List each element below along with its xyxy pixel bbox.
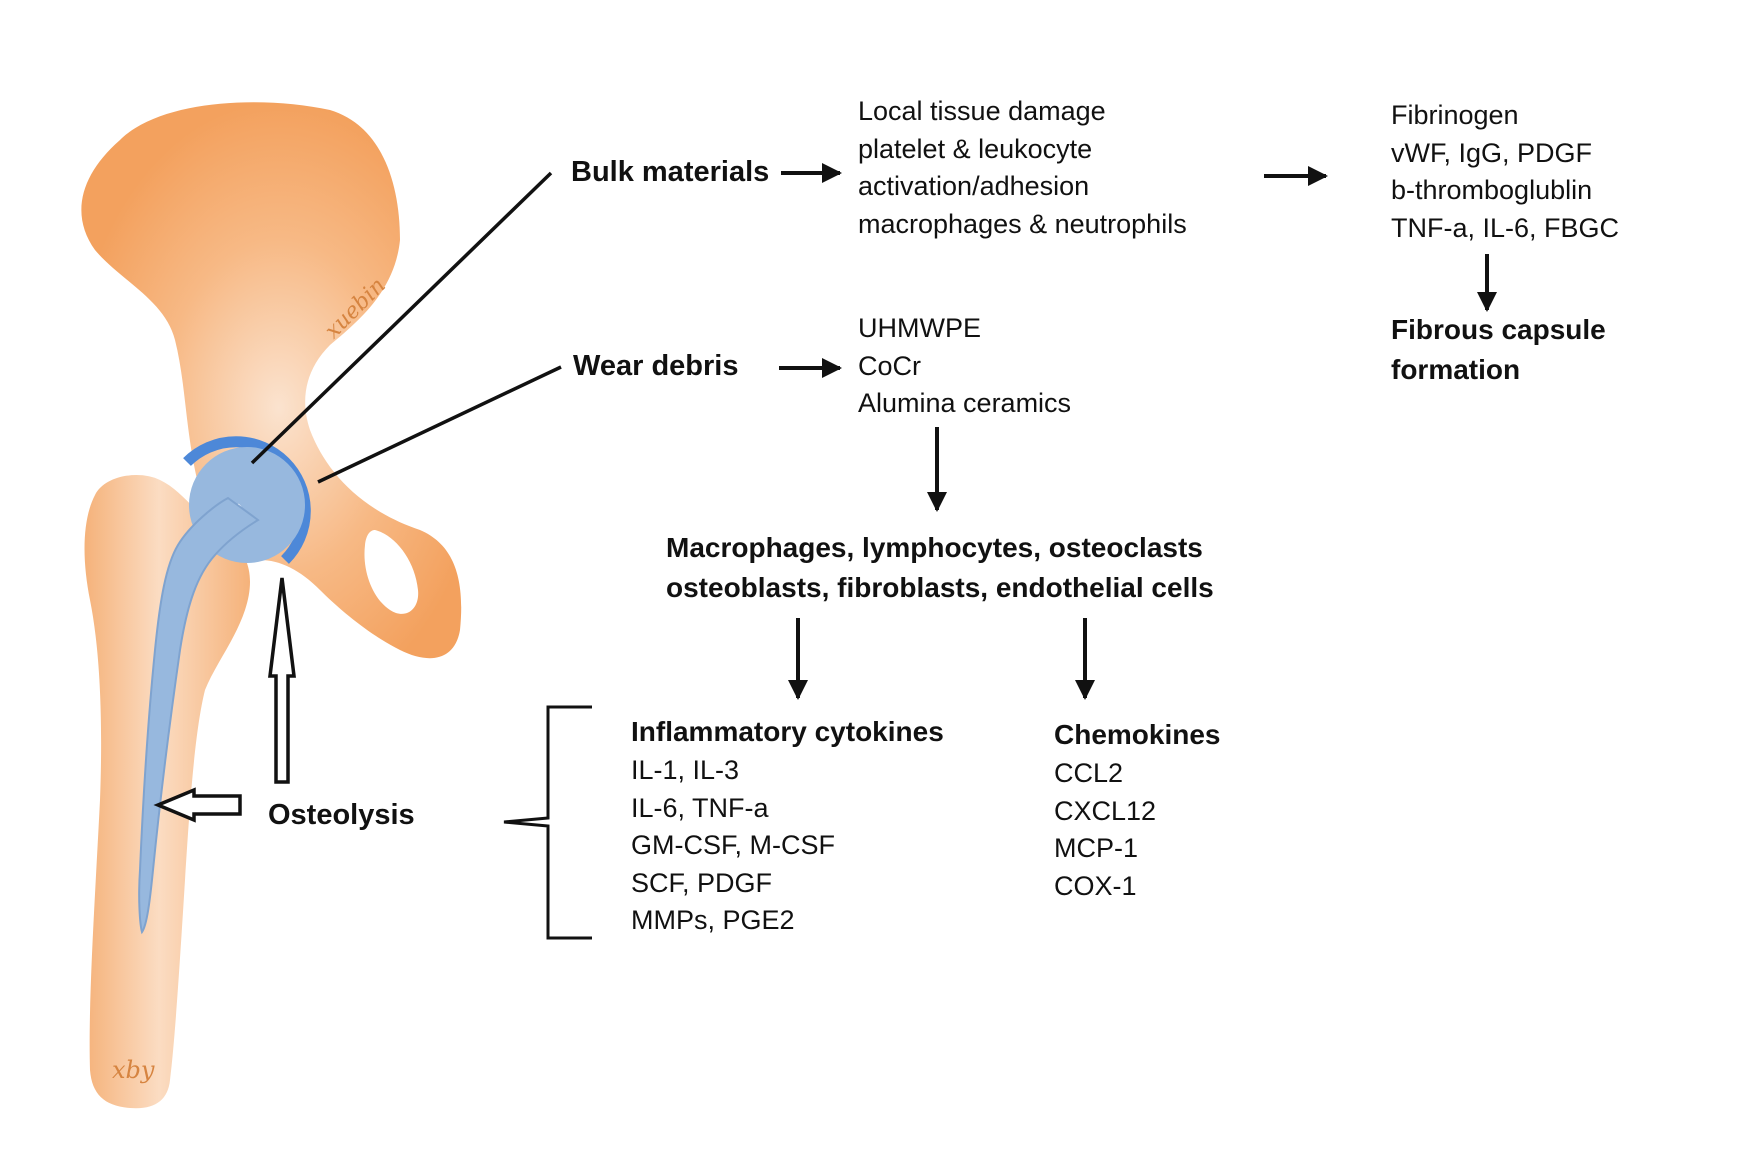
chemokines-block: Chemokines CCL2 CXCL12 MCP-1 COX-1	[1054, 715, 1221, 905]
osteolysis-label: Osteolysis	[268, 799, 415, 831]
protein-item: vWF, IgG, PDGF	[1391, 137, 1593, 168]
chemokine-item: CCL2	[1054, 758, 1124, 788]
femoral-stem	[138, 496, 260, 935]
pelvis-bone	[81, 102, 462, 659]
bulk-pointer-line	[250, 171, 553, 465]
debris-type-list: UHMWPE CoCr Alumina ceramics	[858, 310, 1071, 423]
wear-debris-label: Wear debris	[573, 350, 739, 382]
curly-brace	[503, 705, 592, 940]
bulk-effect-item: macrophages & neutrophils	[858, 208, 1187, 239]
debris-type-item: CoCr	[858, 350, 922, 381]
cytokine-item: IL-1, IL-3	[631, 755, 740, 785]
osteolysis-arrow-left	[153, 787, 242, 823]
wear-pointer-line	[317, 365, 562, 484]
chemokine-item: MCP-1	[1054, 833, 1139, 863]
cytokine-item: MMPs, PGE2	[631, 905, 795, 935]
femur-bone	[84, 475, 250, 1109]
protein-item: b-thromboglublin	[1391, 175, 1593, 205]
cytokine-item: SCF, PDGF	[631, 867, 773, 898]
chemokines-title: Chemokines	[1054, 719, 1221, 750]
bulk-effect-item: Local tissue damage	[858, 96, 1106, 126]
obturator-foramen	[364, 530, 419, 614]
osteolysis-arrow-up	[268, 577, 296, 784]
bulk-materials-label: Bulk materials	[571, 156, 770, 188]
bulk-effects-list: Local tissue damage platelet & leukocyte…	[858, 93, 1187, 243]
protein-item: Fibrinogen	[1391, 100, 1519, 130]
chemokine-item: CXCL12	[1054, 795, 1157, 826]
protein-list: Fibrinogen vWF, IgG, PDGF b-thromboglubl…	[1391, 97, 1619, 247]
chemokine-item: COX-1	[1054, 870, 1137, 901]
bulk-effect-item: activation/adhesion	[858, 171, 1090, 201]
cytokines-title: Inflammatory cytokines	[631, 716, 944, 747]
watermark-bottom: xby	[112, 1056, 155, 1084]
cytokine-item: GM-CSF, M-CSF	[631, 830, 835, 860]
debris-type-item: UHMWPE	[858, 313, 981, 343]
cytokine-item: IL-6, TNF-a	[631, 792, 769, 823]
fibrous-capsule-label: Fibrous capsule formation	[1391, 314, 1606, 385]
cytokines-block: Inflammatory cytokines IL-1, IL-3 IL-6, …	[631, 712, 944, 940]
bulk-effect-item: platelet & leukocyte	[858, 133, 1093, 164]
cell-types-label: Macrophages, lymphocytes, osteoclasts os…	[666, 532, 1214, 603]
protein-item: TNF-a, IL-6, FBGC	[1391, 212, 1620, 243]
debris-type-item: Alumina ceramics	[858, 388, 1072, 418]
